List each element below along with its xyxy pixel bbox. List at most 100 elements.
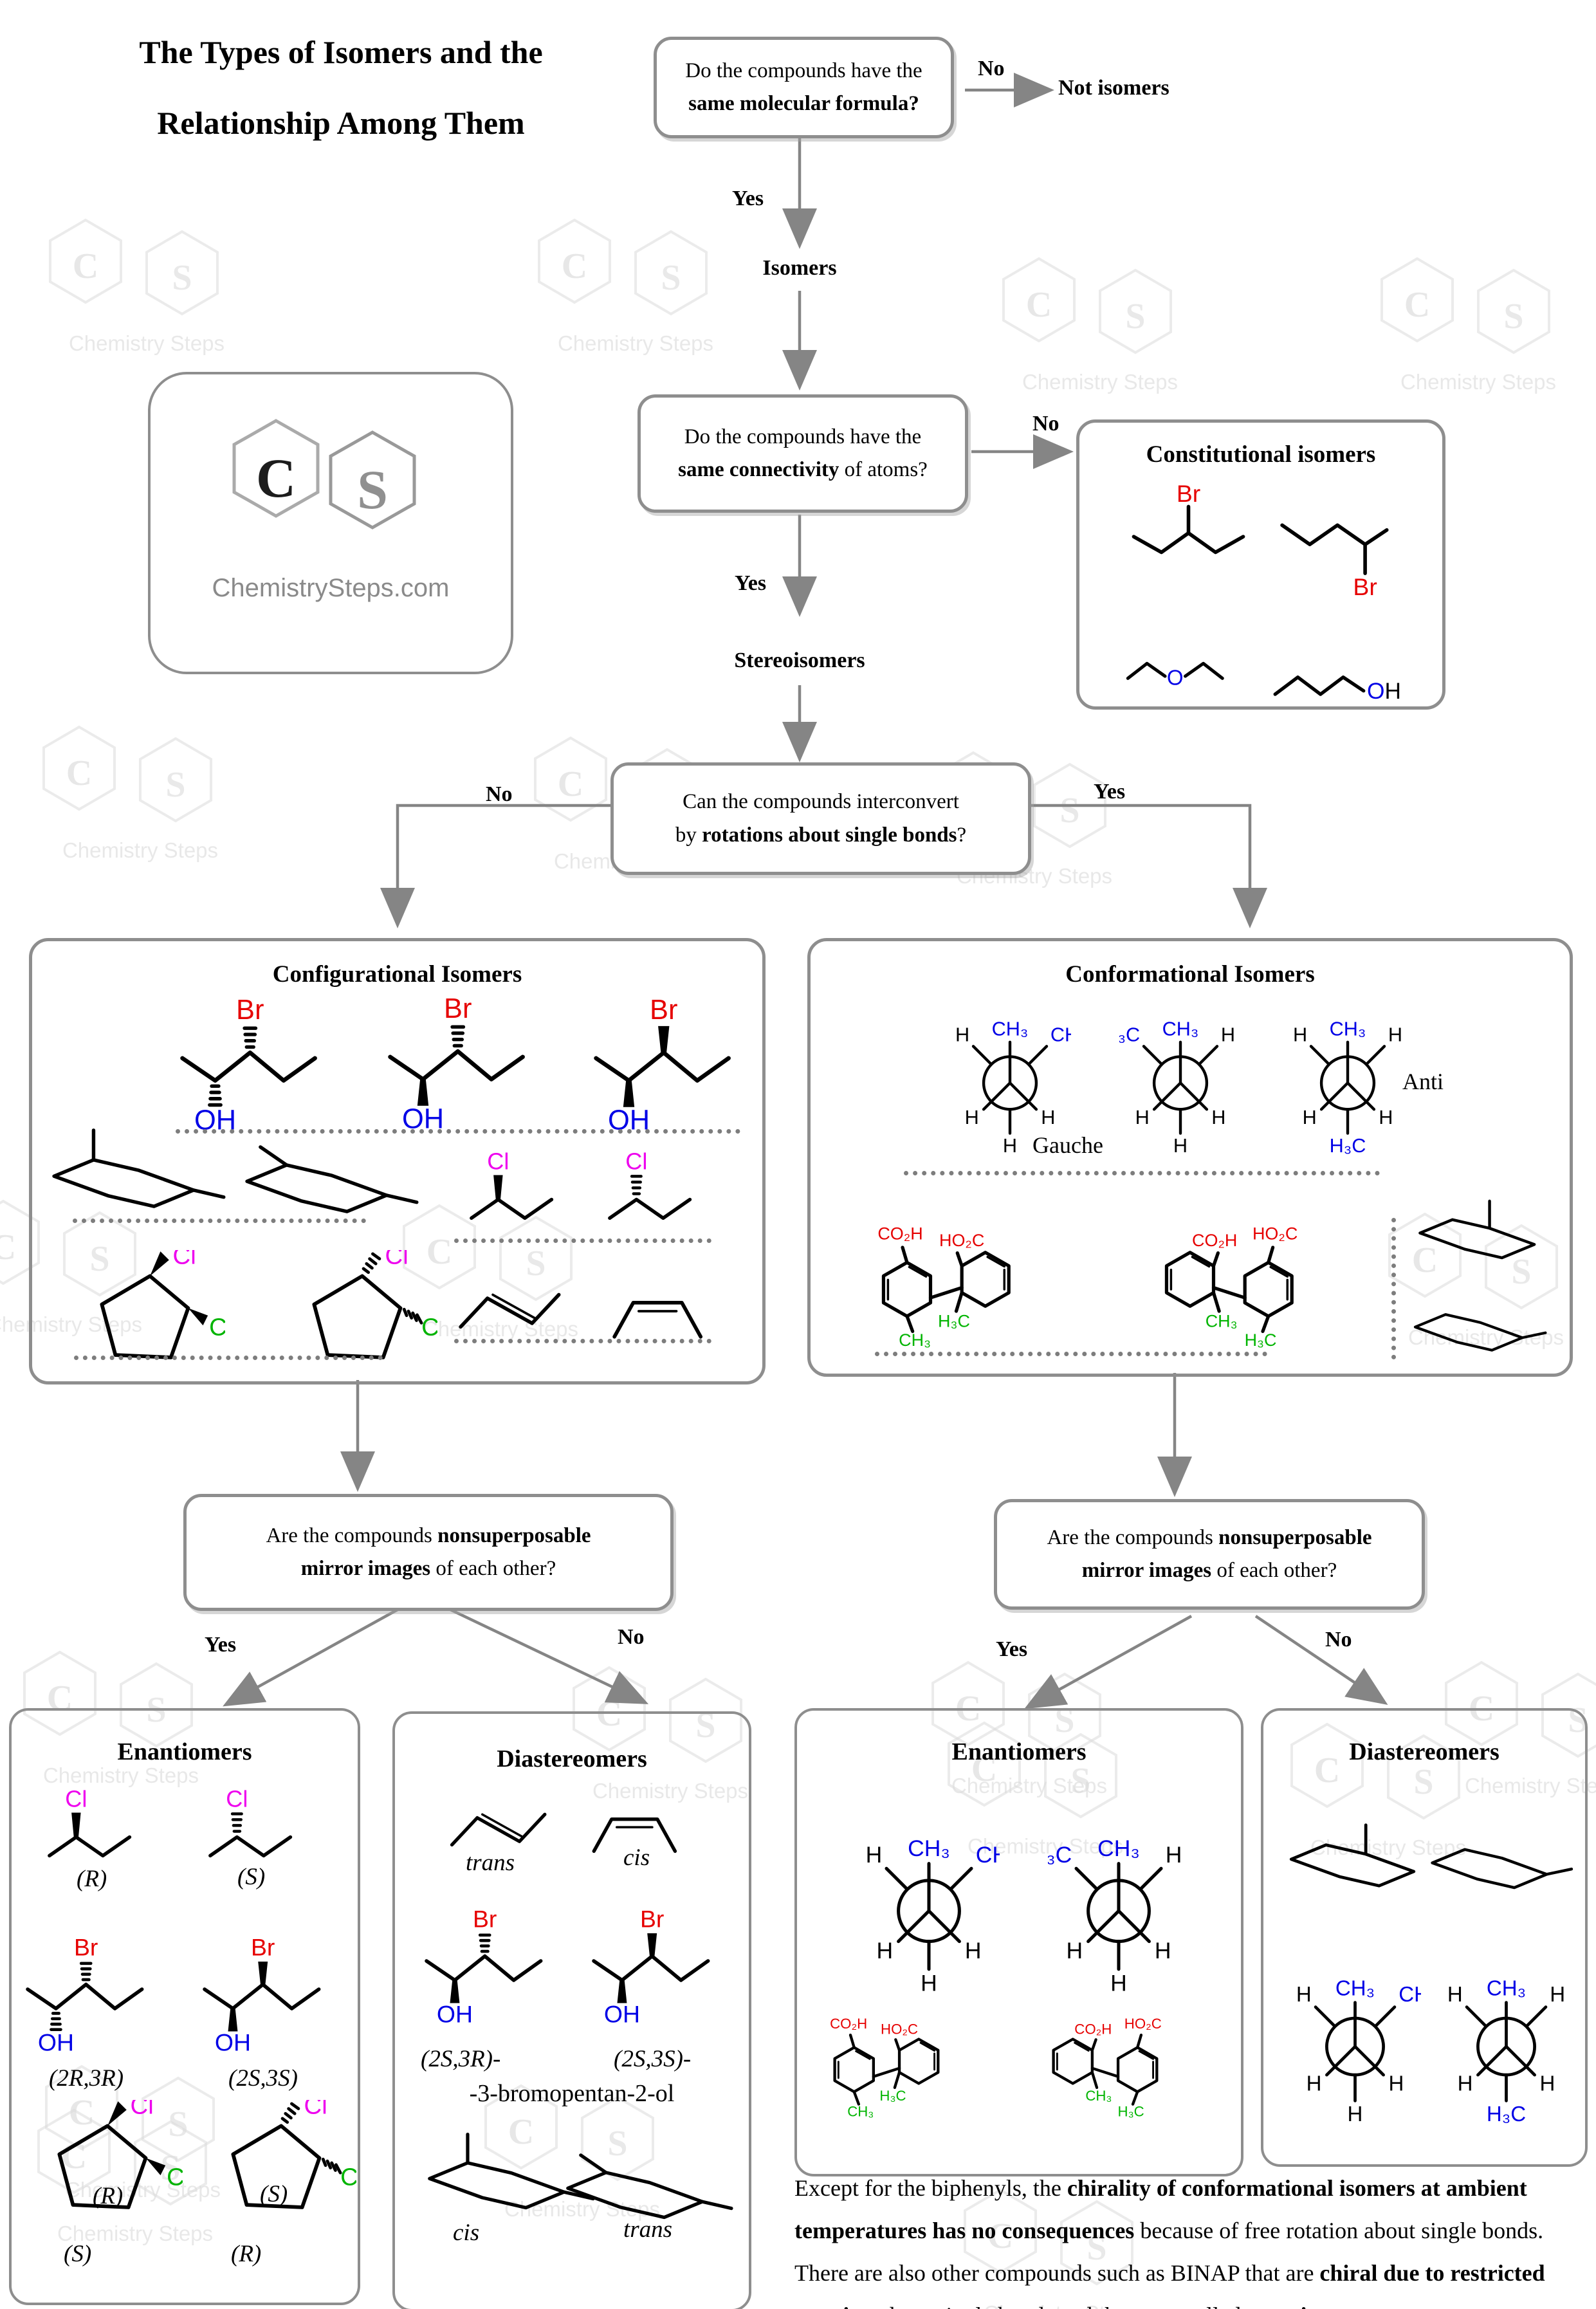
r-label: (R) [77,1866,107,1892]
dotted-divider [904,1171,1380,1175]
s-label: (S) [260,2181,288,2207]
diastereomers-box-right: Diastereomers [1261,1708,1588,2167]
dotted-divider [875,1352,1267,1356]
oxygen-label: O [1367,679,1384,704]
q2-rest: of atoms? [839,458,928,481]
structure [1134,1204,1391,1355]
r-label: (R) [93,2183,124,2209]
mq-bold2: mirror images [300,1557,431,1580]
butanol-structure: OH [1273,675,1401,704]
conformational-isomers-box: Conformational Isomers Gauche Anti [807,938,1573,1377]
structure [172,994,333,1134]
page-title-line1: The Types of Isomers and the [139,34,543,70]
enantiomers-box-right: Enantiomers [794,1708,1243,2176]
note-seg: because of free rotation about single bo… [794,2218,1544,2286]
structure [35,2100,183,2239]
structure [1287,1010,1409,1161]
svg-text:OH: OH [1367,679,1401,704]
yes-label: Yes [205,1633,237,1657]
conformational-title: Conformational Isomers [1065,961,1315,988]
bromine-label: Br [1353,573,1377,600]
trans-label: trans [623,2216,673,2243]
mirrorq-line1: Are the compounds nonsuperposable [1047,1522,1371,1554]
no-label: No [978,57,1005,80]
structure [417,1906,556,2026]
q3-post: ? [957,823,967,847]
no-label: No [1032,412,1059,436]
no-label: No [486,782,513,806]
q2-bold: same connectivity [678,458,839,481]
q1-line1: Do the compounds have the [685,59,922,82]
structure [1286,1817,1424,1904]
stereoisomers-label: Stereoisomers [734,649,865,672]
structure [41,1786,163,1876]
mq-bold1: nonsuperposable [1218,1525,1372,1549]
dotted-divider [454,1238,711,1243]
enantiomers-title: Enantiomers [951,1738,1087,1765]
mq-post: of each other? [430,1557,556,1580]
bromopentane-structure: Br [1280,523,1389,600]
arrow-yes-enantiomers-left [223,1608,399,1707]
configurational-title: Configurational Isomers [272,961,522,988]
note-seg: . [1376,2303,1382,2309]
mirrorq-line1: Are the compounds nonsuperposable [266,1520,591,1552]
hydrogen-label: H [1384,679,1400,704]
structure [1048,1826,1189,2001]
arrow-no-diastereomers-left [447,1606,649,1704]
mq-post: of each other? [1211,1559,1337,1582]
mirrorq-line2: mirror images of each other? [301,1552,556,1585]
dotted-divider [74,1356,383,1360]
diethyl-ether-structure: O [1126,661,1224,690]
question-connectivity: Do the compounds have the same connectiv… [637,394,968,513]
structure [208,2100,356,2239]
cis-label: cis [623,1844,650,1871]
constitutional-isomers-box: Constitutional isomers Br Br O OH [1076,419,1445,710]
question-molecular-formula: Do the compounds have the same molecular… [654,37,954,138]
structure [1027,1984,1239,2139]
q1-line2: same molecular formula? [688,92,919,115]
site-url: ChemistrySteps.com [212,574,450,602]
note-seg-bold: chirality of conformational isomers at a… [794,2175,1527,2243]
structure [585,994,746,1134]
watermark [1369,251,1588,405]
ss-prefix-label: (2S,3S)- [614,2046,692,2072]
structure [1427,1823,1575,1904]
structure [585,1906,723,2026]
diastereomers-title: Diastereomers [1349,1738,1500,1765]
yes-label: Yes [996,1637,1028,1661]
logo-s: S [357,459,388,520]
connector-yes-conformational [1025,804,1267,928]
structure [19,1934,157,2054]
structure [858,1826,1000,2001]
bromine-label: Br [1177,483,1200,507]
structure [851,1204,1108,1355]
arrow-no-diastereomers-right [1254,1615,1388,1706]
mq-bold1: nonsuperposable [437,1523,591,1547]
trans-label: trans [466,1850,515,1876]
q3-bold: rotations about single bonds [702,823,957,847]
watermark [37,212,256,367]
structure [202,1786,324,1876]
structure [1415,1193,1544,1274]
structure [1289,1968,1421,2130]
not-isomers-label: Not isomers [1058,76,1169,100]
structure [196,1934,334,2054]
page-title-line2: Relationship Among Them [157,105,525,141]
logo-c: C [256,447,296,509]
q3-line2: by rotations about single bonds? [675,819,966,852]
bromopentane-structure: Br [1132,483,1245,555]
conformational-chirality-note: Except for the biphenyls, the chirality … [794,2167,1595,2309]
watermark [526,212,745,367]
dotted-divider [176,1129,740,1134]
question-mirror-images-right: Are the compounds nonsuperposable mirror… [994,1499,1425,1610]
dotted-divider [454,1339,711,1343]
yes-label: Yes [1094,780,1126,804]
structure [808,1984,1020,2139]
mirrorq-line2: mirror images of each other? [1082,1554,1337,1587]
structure [77,1250,225,1389]
isomers-label: Isomers [762,256,837,280]
chemistry-steps-logo: C S [232,419,416,529]
structure [289,1250,437,1389]
structure [380,993,540,1132]
